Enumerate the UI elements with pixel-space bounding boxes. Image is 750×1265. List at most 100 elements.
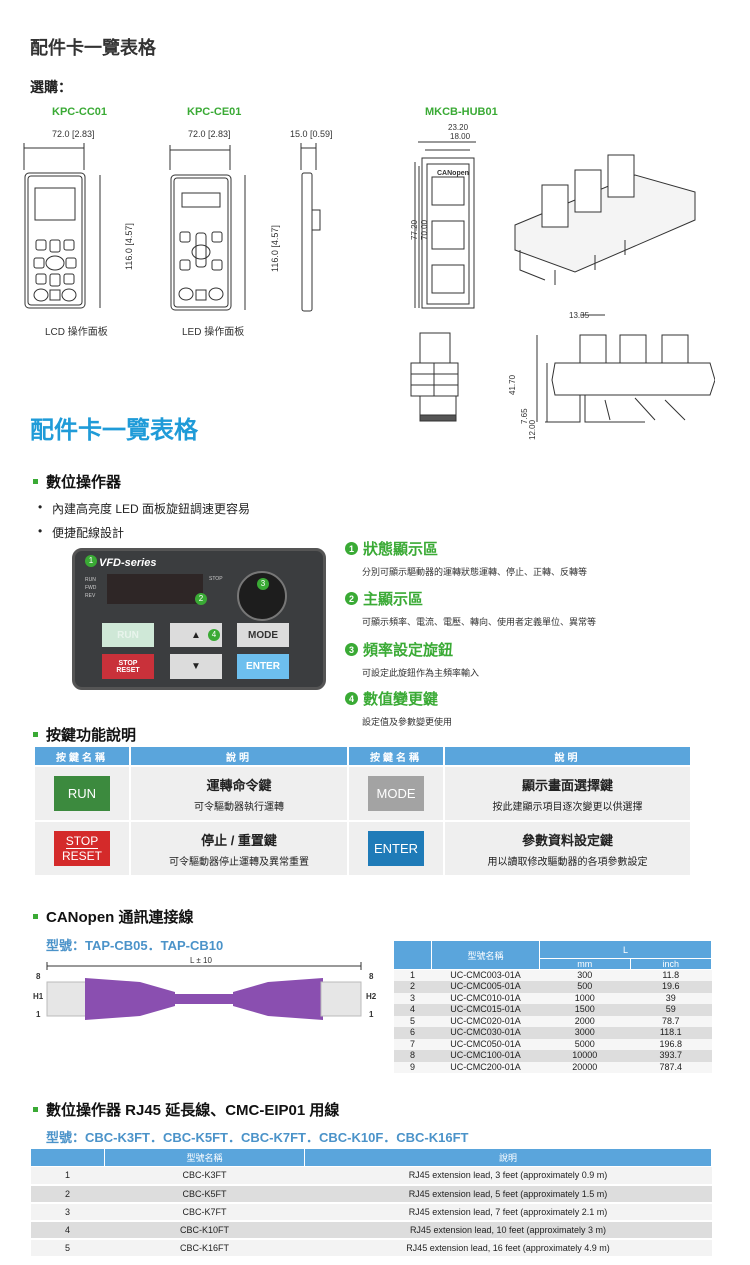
col-header: 型號名稱: [431, 940, 540, 970]
col-header: 按鍵名稱: [33, 745, 131, 767]
table-cell: 19.6: [630, 981, 712, 993]
col-header: inch: [629, 958, 713, 970]
kpc-ce01-height: 116.0 [4.57]: [270, 225, 280, 272]
col-header: 按鍵名稱: [347, 745, 445, 767]
table-cell: 2: [30, 1184, 105, 1204]
canopen-heading: CANopen 通訊連接線: [33, 906, 194, 927]
feature-title: 主顯示區: [363, 591, 424, 608]
h1-label: H1: [33, 992, 44, 1001]
table-cell: 5000: [539, 1038, 631, 1050]
table-cell: 1: [393, 969, 432, 981]
table-cell: 1000: [539, 992, 631, 1004]
table-cell: 393.7: [630, 1050, 712, 1062]
table-cell: 1: [30, 1166, 105, 1186]
table-cell: CBC-K7FT: [104, 1202, 305, 1222]
table-cell: CBC-K3FT: [104, 1166, 305, 1186]
buy-label: 選購：: [30, 79, 72, 95]
h2-label: H2: [366, 992, 377, 1001]
key-function-table: 按鍵名稱說明按鍵名稱說明 RUN 運轉命令鍵可令驅動器執行運轉 MODE 顯示畫…: [33, 745, 692, 877]
feature-number: 2: [345, 592, 358, 605]
table-cell: 118.1: [630, 1027, 712, 1039]
table-cell: UC-CMC005-01A: [431, 981, 540, 993]
key-title: 運轉命令鍵: [206, 777, 272, 793]
table-cell: 5: [393, 1015, 432, 1027]
keypad-mode-button[interactable]: MODE: [237, 623, 289, 647]
marker-2: 2: [195, 593, 207, 605]
reset-label: RESET: [61, 849, 102, 863]
table-cell: 6: [393, 1027, 432, 1039]
keypad-enter-button[interactable]: ENTER: [237, 654, 289, 679]
table-cell: 196.8: [630, 1038, 712, 1050]
feature-number: 3: [345, 643, 358, 656]
table-cell: 3: [30, 1202, 105, 1222]
table-cell: 20000: [539, 1061, 631, 1073]
feature-desc: 可設定此旋鈕作為主頻率輸入: [362, 668, 480, 678]
canopen-cable-image: [46, 962, 362, 1020]
table-cell: 9: [393, 1061, 432, 1073]
table-cell: 10000: [539, 1050, 631, 1062]
table-cell: RJ45 extension lead, 16 feet (approximat…: [304, 1238, 712, 1258]
mkcb-dim-12: 12.00: [528, 419, 537, 440]
table-cell: RJ45 extension lead, 5 feet (approximate…: [304, 1184, 712, 1204]
pin1-right: 1: [369, 1010, 374, 1019]
col-header: 說明: [129, 745, 349, 767]
key-desc: 用以讀取修改驅動器的各項參數設定: [487, 856, 648, 868]
kpc-cc01-caption: LCD 操作面板: [45, 327, 108, 338]
run-key: RUN: [54, 776, 110, 811]
kpc-cc01-model: KPC-CC01: [52, 106, 108, 118]
kpc-cc01-width: 72.0 [2.83]: [52, 129, 95, 139]
marker-1: 1: [85, 555, 97, 567]
feature-title: 狀態顯示區: [363, 541, 439, 558]
stop-label: STOP: [118, 659, 138, 667]
heading-text: 按鍵功能說明: [46, 727, 137, 744]
stop-label: STOP: [65, 834, 99, 849]
table-cell: UC-CMC010-01A: [431, 992, 540, 1004]
heading-text: CANopen 通訊連接線: [46, 909, 194, 926]
feature-desc: 設定值及參數變更使用: [362, 717, 453, 727]
keypad-run-button[interactable]: RUN: [102, 623, 154, 647]
marker-4: 4: [208, 629, 220, 641]
enter-key: ENTER: [368, 831, 424, 866]
table-cell: 8: [393, 1050, 432, 1062]
feature-desc: 可顯示頻率、電流、電壓、轉向、使用者定義單位、異常等: [362, 617, 597, 627]
table-cell: 59: [630, 1004, 712, 1016]
led-stop: STOP: [209, 576, 223, 582]
keypad-down-button[interactable]: ▼: [170, 654, 222, 679]
mode-key: MODE: [368, 776, 424, 811]
pin1-left: 1: [36, 1010, 41, 1019]
kpc-ce01-caption: LED 操作面板: [182, 327, 245, 338]
table-cell: RJ45 extension lead, 10 feet (approximat…: [304, 1220, 712, 1240]
cable-length: L ± 10: [190, 956, 212, 965]
marker-3: 3: [257, 578, 269, 590]
key-table-heading: 按鍵功能說明: [33, 724, 136, 745]
rj45-model: 型號：CBC-K3FT．CBC-K5FT．CBC-K7FT．CBC-K10F．C…: [46, 1130, 469, 1145]
key-desc: 按此建顯示項目逐次變更以供選擇: [492, 801, 643, 813]
mkcb-dim-outer: 23.20: [448, 123, 469, 132]
pin8-right: 8: [369, 972, 374, 981]
rj45-heading: 數位操作器 RJ45 延長線、CMC-EIP01 用線: [33, 1099, 339, 1120]
kpc-ce01-model: KPC-CE01: [187, 106, 242, 118]
canopen-model: 型號：TAP-CB05．TAP-CB10: [46, 938, 224, 953]
page-title: 配件卡一覽表格: [30, 38, 156, 58]
col-header: 型號名稱: [104, 1148, 305, 1167]
key-desc: 可令驅動器停止運轉及異常重置: [169, 856, 309, 868]
led-run: RUN: [85, 577, 96, 583]
table-cell: 1500: [539, 1004, 631, 1016]
table-cell: UC-CMC200-01A: [431, 1061, 540, 1073]
table-cell: 4: [30, 1220, 105, 1240]
feature-item: 2 主顯示區可顯示頻率、電流、電壓、轉向、使用者定義單位、異常等: [345, 588, 665, 639]
table-cell: 3000: [539, 1027, 631, 1039]
digital-operator-heading: 數位操作器: [33, 471, 121, 492]
